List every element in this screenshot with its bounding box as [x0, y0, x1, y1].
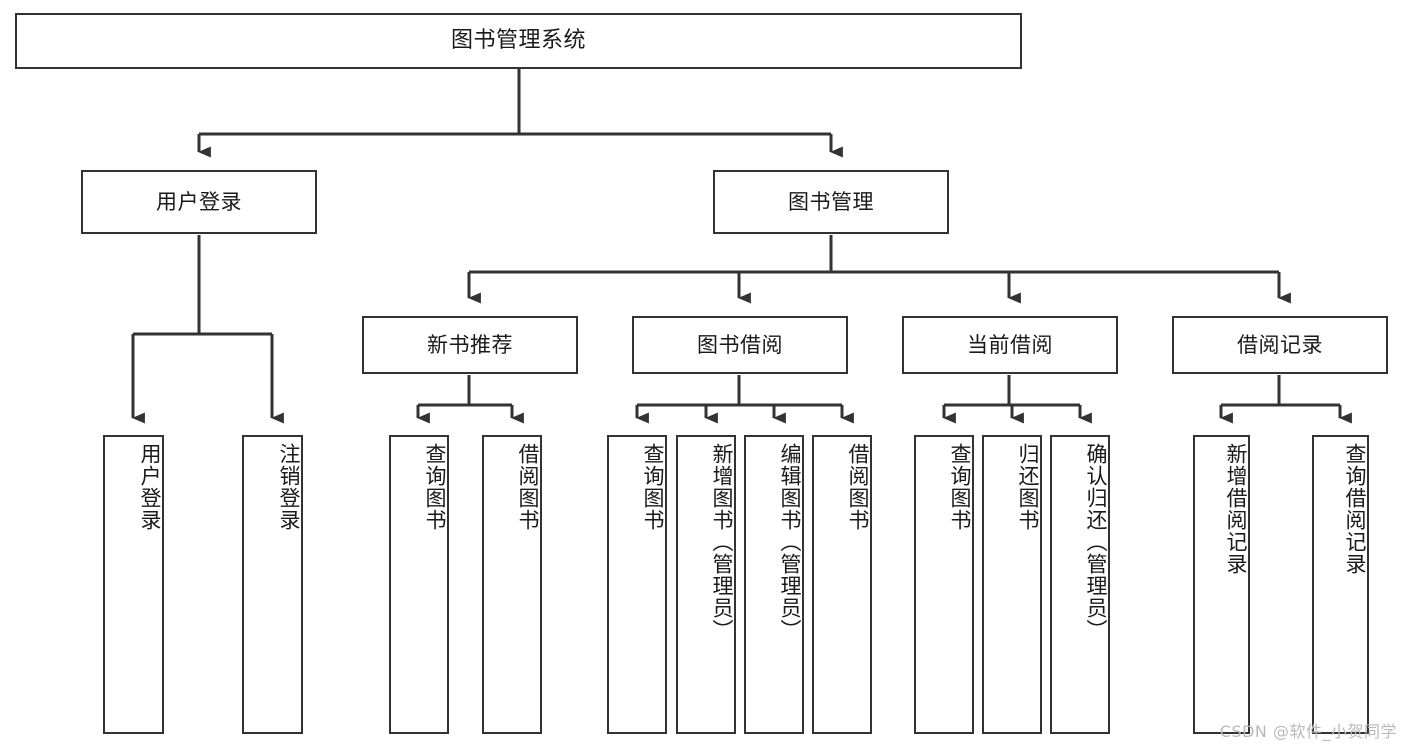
node-leaf-edit-book[interactable]: 编辑图书（管理员） — [744, 435, 804, 734]
csdn-watermark: CSDN @软件_小贺同学 — [1219, 722, 1397, 741]
leaf-label: 借阅图书 — [516, 443, 540, 531]
leaf-label: 归还图书 — [1016, 443, 1040, 531]
leaf-label: 查询图书 — [423, 443, 447, 531]
node-current-borrow[interactable]: 当前借阅 — [902, 316, 1118, 374]
leaf-label: 编辑图书（管理员） — [778, 443, 802, 641]
node-leaf-query-book-2[interactable]: 查询图书 — [607, 435, 667, 734]
node-new-book-recommend[interactable]: 新书推荐 — [362, 316, 578, 374]
node-leaf-query-book-1[interactable]: 查询图书 — [389, 435, 449, 734]
node-borrow-record[interactable]: 借阅记录 — [1172, 316, 1388, 374]
leaf-label: 确认归还（管理员） — [1084, 443, 1108, 641]
node-leaf-query-book-3[interactable]: 查询图书 — [914, 435, 974, 734]
node-book-manage[interactable]: 图书管理 — [713, 170, 949, 234]
node-leaf-confirm-return[interactable]: 确认归还（管理员） — [1050, 435, 1110, 734]
node-leaf-add-record[interactable]: 新增借阅记录 — [1193, 435, 1250, 734]
leaf-label: 新增借阅记录 — [1224, 443, 1248, 575]
node-book-borrow[interactable]: 图书借阅 — [632, 316, 848, 374]
node-leaf-query-record[interactable]: 查询借阅记录 — [1312, 435, 1369, 734]
node-leaf-user-login[interactable]: 用户登录 — [103, 435, 164, 734]
leaf-label: 查询图书 — [641, 443, 665, 531]
leaf-label: 注销登录 — [277, 443, 301, 531]
node-user-login[interactable]: 用户登录 — [81, 170, 317, 234]
node-root[interactable]: 图书管理系统 — [15, 13, 1022, 69]
node-leaf-logout-login[interactable]: 注销登录 — [242, 435, 303, 734]
leaf-label: 借阅图书 — [846, 443, 870, 531]
node-leaf-return-book[interactable]: 归还图书 — [982, 435, 1042, 734]
leaf-label: 用户登录 — [138, 443, 162, 531]
leaf-label: 新增图书（管理员） — [710, 443, 734, 641]
node-leaf-borrow-book-1[interactable]: 借阅图书 — [482, 435, 542, 734]
node-leaf-add-book[interactable]: 新增图书（管理员） — [676, 435, 736, 734]
leaf-label: 查询借阅记录 — [1343, 443, 1367, 575]
node-leaf-borrow-book-2[interactable]: 借阅图书 — [812, 435, 872, 734]
leaf-label: 查询图书 — [948, 443, 972, 531]
